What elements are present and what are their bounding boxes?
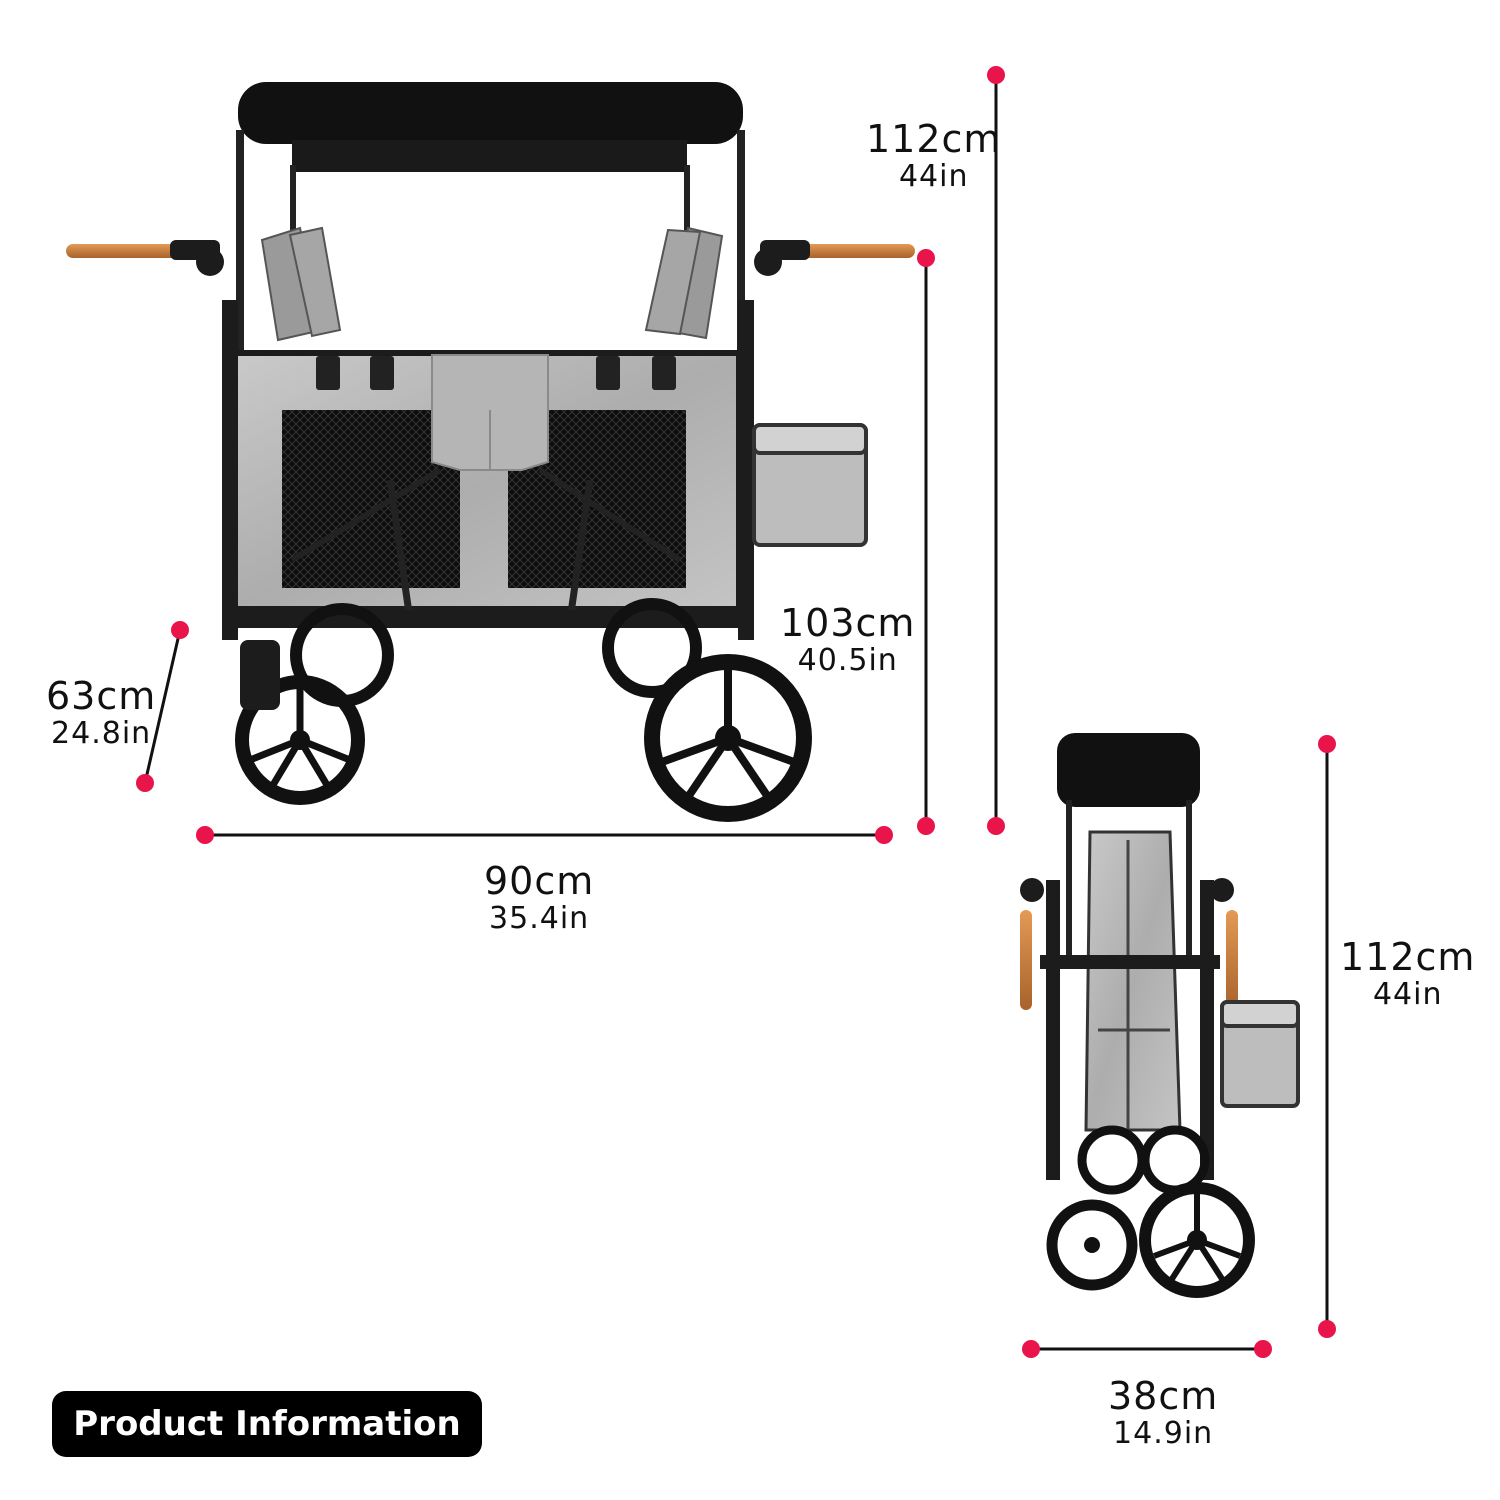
wheel-depth-in: 24.8in bbox=[51, 716, 152, 751]
marker-dot bbox=[1318, 1320, 1336, 1338]
wheel-depth-cm: 63cm bbox=[46, 674, 157, 718]
handle-height-in: 40.5in bbox=[797, 643, 898, 678]
unfolded-height-in: 44in bbox=[898, 159, 969, 194]
folded-width-in: 14.9in bbox=[1113, 1416, 1214, 1451]
unfolded-wagon-illustration bbox=[66, 82, 915, 822]
folded-height-cm: 112cm bbox=[1340, 935, 1476, 979]
marker-dot bbox=[917, 249, 935, 267]
folded-width-cm: 38cm bbox=[1108, 1374, 1219, 1418]
marker-dot bbox=[875, 826, 893, 844]
folded-height-in: 44in bbox=[1372, 977, 1443, 1012]
dimension-markers bbox=[136, 66, 1336, 1358]
unfolded-height-cm: 112cm bbox=[866, 117, 1002, 161]
folded-width-label: 38cm 14.9in bbox=[1108, 1377, 1218, 1449]
marker-dot bbox=[136, 774, 154, 792]
wheel-depth-label: 63cm 24.8in bbox=[46, 677, 156, 749]
unfolded-width-in: 35.4in bbox=[489, 901, 590, 936]
badge-label: Product Information bbox=[73, 1404, 461, 1444]
marker-dot bbox=[171, 621, 189, 639]
unfolded-width-label: 90cm 35.4in bbox=[484, 862, 594, 934]
marker-dot bbox=[1318, 735, 1336, 753]
marker-dot bbox=[1022, 1340, 1040, 1358]
unfolded-height-label: 112cm 44in bbox=[866, 120, 1001, 192]
wheel-depth-line bbox=[143, 629, 182, 784]
marker-dot bbox=[917, 817, 935, 835]
handle-height-label: 103cm 40.5in bbox=[780, 604, 915, 676]
marker-dot bbox=[987, 817, 1005, 835]
folded-wagon-illustration bbox=[1020, 733, 1300, 1298]
folded-height-label: 112cm 44in bbox=[1340, 938, 1475, 1010]
marker-dot bbox=[987, 66, 1005, 84]
marker-dot bbox=[196, 826, 214, 844]
dimension-lines bbox=[143, 75, 1329, 1351]
product-information-badge: Product Information bbox=[52, 1391, 482, 1457]
unfolded-width-cm: 90cm bbox=[484, 859, 595, 903]
handle-height-cm: 103cm bbox=[780, 601, 916, 645]
marker-dot bbox=[1254, 1340, 1272, 1358]
